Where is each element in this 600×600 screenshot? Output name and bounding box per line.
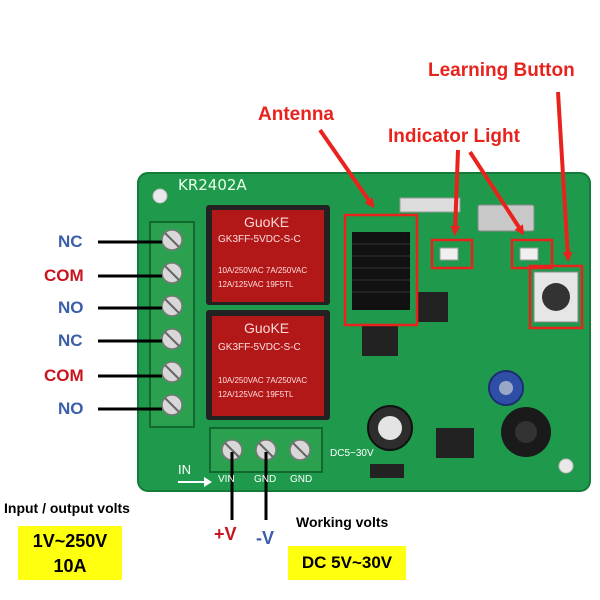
- relay-top-spec-2: 12A/125VAC 19F5TL: [218, 280, 294, 289]
- io-voltage-value: 1V~250V: [32, 531, 108, 551]
- power-plus-label: +V: [214, 524, 237, 544]
- terminal-label-3: NO: [58, 298, 84, 317]
- terminal-block-left: [149, 221, 195, 428]
- relay-top-spec-1: 10A/250VAC 7A/250VAC: [218, 266, 308, 275]
- antenna-coil: [352, 232, 410, 310]
- gnd-marking-1: GND: [254, 474, 277, 485]
- io-volts-box: 1V~250V 10A: [18, 526, 122, 580]
- relay-bottom-spec-2: 12A/125VAC 19F5TL: [218, 390, 294, 399]
- ic-chip: [362, 326, 398, 356]
- mounting-hole: [558, 458, 574, 474]
- io-current-value: 10A: [53, 556, 87, 576]
- diode: [370, 464, 404, 478]
- relay-bottom-part: GK3FF-5VDC-S-C: [218, 342, 301, 353]
- callout-learning-button: Learning Button: [428, 60, 575, 81]
- input-marking: IN: [178, 462, 191, 477]
- indicator-led: [519, 247, 539, 261]
- relay-bottom-spec-1: 10A/250VAC 7A/250VAC: [218, 376, 308, 385]
- working-volts-value: DC 5V~30V: [301, 553, 393, 572]
- vin-marking: VIN: [218, 474, 235, 485]
- gnd-marking-2: GND: [290, 474, 313, 485]
- learning-button-switch: [533, 271, 579, 323]
- callout-arrows: [318, 91, 573, 262]
- relay-top-brand: GuoKE: [244, 214, 290, 230]
- relay-top-part: GK3FF-5VDC-S-C: [218, 234, 301, 245]
- callout-antenna: Antenna: [258, 104, 334, 125]
- relay-bottom: [206, 310, 330, 420]
- ic-chip: [436, 428, 474, 458]
- terminal-label-6: NO: [58, 399, 84, 418]
- indicator-led: [439, 247, 459, 261]
- working-volts-title: Working volts: [296, 514, 389, 530]
- dc-marking: DC5~30V: [330, 448, 374, 459]
- terminal-label-1: NC: [58, 232, 83, 251]
- mounting-hole: [152, 188, 168, 204]
- callout-boxes: [343, 213, 584, 330]
- ic-chip: [418, 292, 448, 322]
- terminal-wires: [98, 240, 162, 411]
- power-minus-label: -V: [256, 528, 274, 548]
- relay-top: [206, 205, 330, 305]
- terminal-label-5: COM: [44, 366, 84, 385]
- io-volts-title: Input / output volts: [4, 500, 130, 516]
- relay-bottom-brand: GuoKE: [244, 320, 290, 336]
- terminal-label-2: COM: [44, 266, 84, 285]
- board-model: KR2402A: [178, 176, 247, 194]
- working-volts-box: DC 5V~30V: [288, 546, 406, 580]
- callout-indicator-light: Indicator Light: [388, 126, 520, 147]
- terminal-label-4: NC: [58, 331, 83, 350]
